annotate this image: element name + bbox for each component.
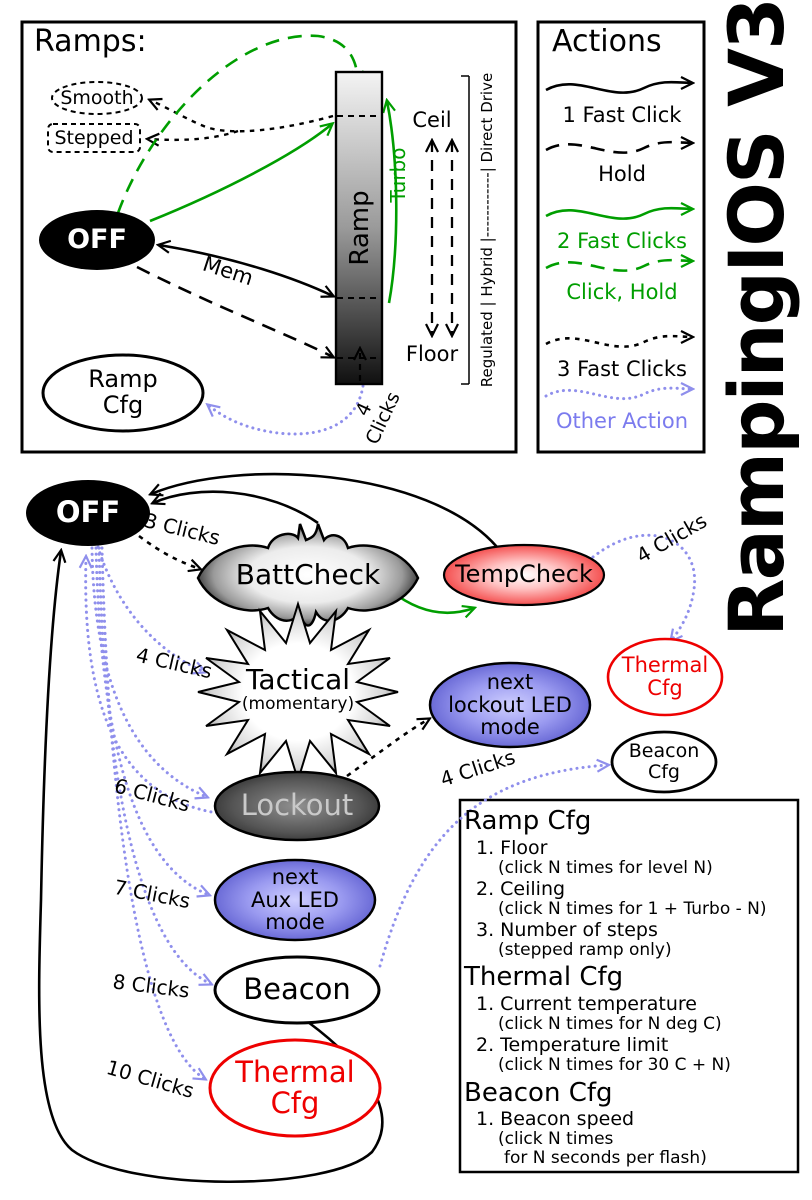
- node-lockout: [213, 770, 381, 842]
- node-tempcheck: [442, 543, 606, 607]
- config-info-box-border: [458, 798, 800, 1174]
- info-sub: for N seconds per flash): [504, 1148, 707, 1169]
- edge-2fast-ceiling: [149, 124, 332, 223]
- ramp-bar: [334, 70, 384, 386]
- action-arrow-2fast: [545, 208, 692, 220]
- node-smooth: [51, 81, 143, 115]
- info-heading-thermal: Thermal Cfg: [464, 962, 624, 993]
- edge-4clicks-ramp-cfg: [208, 384, 365, 436]
- node-thermal-cfg-small: [606, 637, 724, 717]
- edge-4clicks-thermal-cfg: [591, 533, 697, 641]
- node-stepped: [47, 123, 141, 153]
- edge-mem: [159, 245, 333, 296]
- info-item: 2. Ceiling: [476, 877, 566, 900]
- regulation-axis: [461, 75, 470, 385]
- node-battcheck-bat-shape: [196, 523, 420, 627]
- edge-battcheck-to-off: [153, 490, 319, 525]
- edge-tempcheck-to-off: [151, 472, 498, 548]
- action-arrow-1fast: [545, 82, 692, 94]
- edge-3clicks-battcheck: [138, 534, 200, 569]
- node-aux-led: [213, 858, 377, 942]
- action-arrow-3fast: [545, 336, 692, 348]
- info-item: 3. Number of steps: [476, 919, 658, 942]
- info-sub: (stepped ramp only): [498, 940, 672, 961]
- node-off: [26, 480, 150, 546]
- action-arrow-hold: [545, 142, 692, 154]
- actions-panel-border: [536, 20, 706, 454]
- watermark-title: RampingIOS V3: [711, 0, 801, 637]
- edge-lockout-to-off: [86, 557, 219, 815]
- info-sub: (click N times for level N): [498, 857, 713, 878]
- info-item: 1. Floor: [476, 836, 548, 859]
- node-thermal-cfg: [208, 1038, 382, 1138]
- edge-toggle-stepped: [148, 129, 239, 140]
- action-arrow-click-hold: [545, 260, 692, 272]
- info-sub: (click N times for 30 C + N): [498, 1055, 731, 1076]
- info-item: 1. Beacon speed: [476, 1108, 635, 1131]
- info-heading-ramp: Ramp Cfg: [464, 806, 592, 836]
- edge-click-hold-turbo: [116, 34, 358, 214]
- config-info-box: Ramp Cfg 1. Floor (click N times for lev…: [464, 804, 794, 1169]
- edge-ramp-up-turbo: [387, 101, 398, 304]
- edge-toggle-smooth: [150, 100, 334, 133]
- edge-7clicks-aux-led: [94, 546, 209, 895]
- edge-8clicks-beacon: [97, 546, 211, 984]
- node-beacon-cfg: [610, 730, 718, 794]
- info-heading-beacon: Beacon Cfg: [464, 1077, 613, 1108]
- node-beacon: [213, 955, 381, 1025]
- node-ramp-cfg: [41, 353, 205, 433]
- edge-return-to-off: [37, 551, 384, 1184]
- info-sub: (click N times: [498, 1129, 614, 1150]
- edge-4clicks-tactical: [96, 545, 205, 672]
- info-item: 1. Current temperature: [476, 993, 697, 1016]
- info-sub: (click N times for 1 + Turbo - N): [498, 898, 767, 919]
- edge-6clicks-lockout: [90, 546, 207, 797]
- node-lockout-led: [428, 661, 592, 749]
- info-sub: (click N times for N deg C): [498, 1014, 722, 1035]
- node-tactical-star-shape: [197, 600, 399, 784]
- edge-10clicks-thermal-cfg: [100, 546, 205, 1079]
- edge-lockout-to-led-mode: [346, 719, 429, 778]
- action-arrow-other: [544, 388, 692, 401]
- edge-4clicks-beacon-cfg: [378, 765, 608, 968]
- ramps-panel-border: [20, 20, 518, 454]
- info-item: 2. Temperature limit: [476, 1034, 669, 1057]
- node-off-ramps: [39, 210, 155, 270]
- edge-hold-floor: [136, 265, 333, 357]
